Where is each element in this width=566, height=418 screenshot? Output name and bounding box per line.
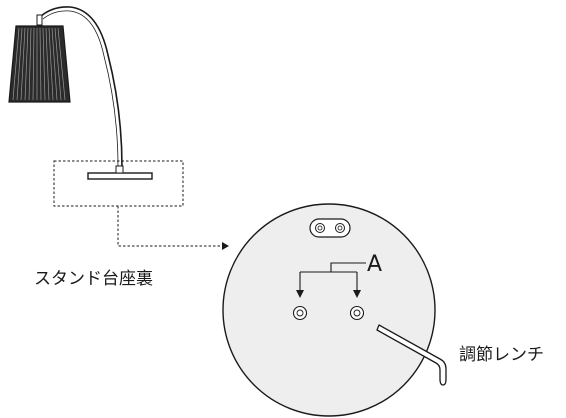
callout-a-label: A xyxy=(367,252,383,277)
mounting-plate xyxy=(309,218,351,238)
arrow-left-icon xyxy=(296,290,304,298)
adjustment-screw-right xyxy=(349,305,365,321)
adjustment-wrench-label: 調節レンチ xyxy=(459,345,544,365)
adjustment-screw-left xyxy=(292,305,308,321)
leader-arrowhead xyxy=(222,242,229,250)
leader-line xyxy=(117,206,222,247)
lamp-icon xyxy=(8,6,153,180)
stand-base-underside-label: スタンド台座裏 xyxy=(34,269,153,289)
base-underside-circle xyxy=(222,203,436,417)
hex-key-wrench-icon xyxy=(376,324,447,386)
stand-base-plate xyxy=(87,172,153,180)
arrow-right-icon xyxy=(353,290,361,298)
callout-a-bracket xyxy=(299,262,366,293)
